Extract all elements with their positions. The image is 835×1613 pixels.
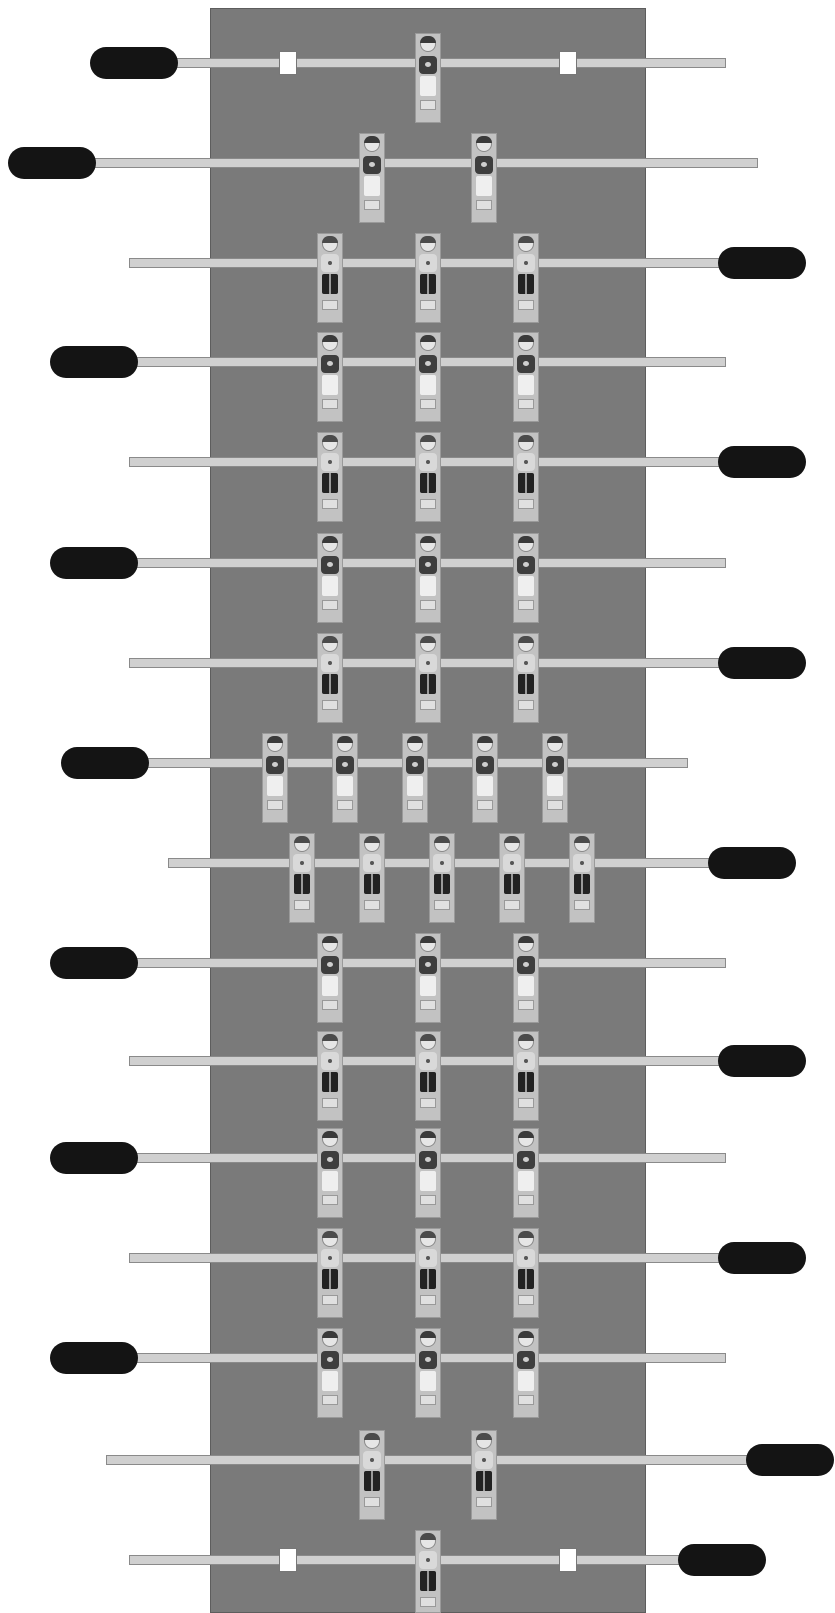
rod-09-handle-right[interactable] xyxy=(708,847,796,879)
rod-07-player-1 xyxy=(317,633,343,723)
rod-06-handle-left[interactable] xyxy=(50,547,138,579)
rod-04-player-3 xyxy=(513,332,539,422)
rod-06-player-1 xyxy=(317,533,343,623)
rod-10-player-2 xyxy=(415,933,441,1023)
rod-02-player-1 xyxy=(359,133,385,223)
rod-01-bumper-1 xyxy=(279,51,297,75)
rod-16[interactable] xyxy=(129,1555,680,1565)
rod-04-player-2 xyxy=(415,332,441,422)
rod-06-player-2 xyxy=(415,533,441,623)
rod-09-player-2 xyxy=(359,833,385,923)
rod-08-player-1 xyxy=(262,733,288,823)
rod-06-player-3 xyxy=(513,533,539,623)
rod-12-handle-left[interactable] xyxy=(50,1142,138,1174)
rod-03-player-1 xyxy=(317,233,343,323)
rod-07-player-2 xyxy=(415,633,441,723)
rod-09-player-1 xyxy=(289,833,315,923)
rod-16-bumper-2 xyxy=(559,1548,577,1572)
rod-08-player-2 xyxy=(332,733,358,823)
rod-01[interactable] xyxy=(170,58,726,68)
rod-07-handle-right[interactable] xyxy=(718,647,806,679)
rod-02-player-2 xyxy=(471,133,497,223)
rod-10-handle-left[interactable] xyxy=(50,947,138,979)
rod-08-handle-left[interactable] xyxy=(61,747,149,779)
rod-01-handle-left[interactable] xyxy=(90,47,178,79)
rod-05-player-2 xyxy=(415,432,441,522)
rod-15-handle-right[interactable] xyxy=(746,1444,834,1476)
rod-11-player-1 xyxy=(317,1031,343,1121)
rod-02-handle-left[interactable] xyxy=(8,147,96,179)
rod-08-player-3 xyxy=(402,733,428,823)
rod-02[interactable] xyxy=(90,158,758,168)
rod-16-bumper-1 xyxy=(279,1548,297,1572)
rod-16-handle-right[interactable] xyxy=(678,1544,766,1576)
rod-14-player-2 xyxy=(415,1328,441,1418)
rod-04-player-1 xyxy=(317,332,343,422)
rod-10-player-1 xyxy=(317,933,343,1023)
rod-12-player-2 xyxy=(415,1128,441,1218)
rod-13-player-1 xyxy=(317,1228,343,1318)
rod-14-player-1 xyxy=(317,1328,343,1418)
rod-05-handle-right[interactable] xyxy=(718,446,806,478)
rod-07-player-3 xyxy=(513,633,539,723)
rod-03-player-3 xyxy=(513,233,539,323)
rod-09-player-3 xyxy=(429,833,455,923)
rod-01-player-1 xyxy=(415,33,441,123)
rod-01-bumper-2 xyxy=(559,51,577,75)
rod-15-player-2 xyxy=(471,1430,497,1520)
rod-03-player-2 xyxy=(415,233,441,323)
rod-11-handle-right[interactable] xyxy=(718,1045,806,1077)
rod-05-player-1 xyxy=(317,432,343,522)
rod-03-handle-right[interactable] xyxy=(718,247,806,279)
rod-04-handle-left[interactable] xyxy=(50,346,138,378)
rod-15[interactable] xyxy=(106,1455,748,1465)
rod-13-player-2 xyxy=(415,1228,441,1318)
rod-09-player-4 xyxy=(499,833,525,923)
rod-12-player-1 xyxy=(317,1128,343,1218)
rod-08-player-5 xyxy=(542,733,568,823)
rod-15-player-1 xyxy=(359,1430,385,1520)
rod-05-player-3 xyxy=(513,432,539,522)
rod-14-handle-left[interactable] xyxy=(50,1342,138,1374)
rod-16-player-1 xyxy=(415,1530,441,1613)
rod-08-player-4 xyxy=(472,733,498,823)
rod-12-player-3 xyxy=(513,1128,539,1218)
rod-09-player-5 xyxy=(569,833,595,923)
rod-11-player-3 xyxy=(513,1031,539,1121)
rod-13-player-3 xyxy=(513,1228,539,1318)
rod-14-player-3 xyxy=(513,1328,539,1418)
rod-11-player-2 xyxy=(415,1031,441,1121)
rod-13-handle-right[interactable] xyxy=(718,1242,806,1274)
rod-10-player-3 xyxy=(513,933,539,1023)
